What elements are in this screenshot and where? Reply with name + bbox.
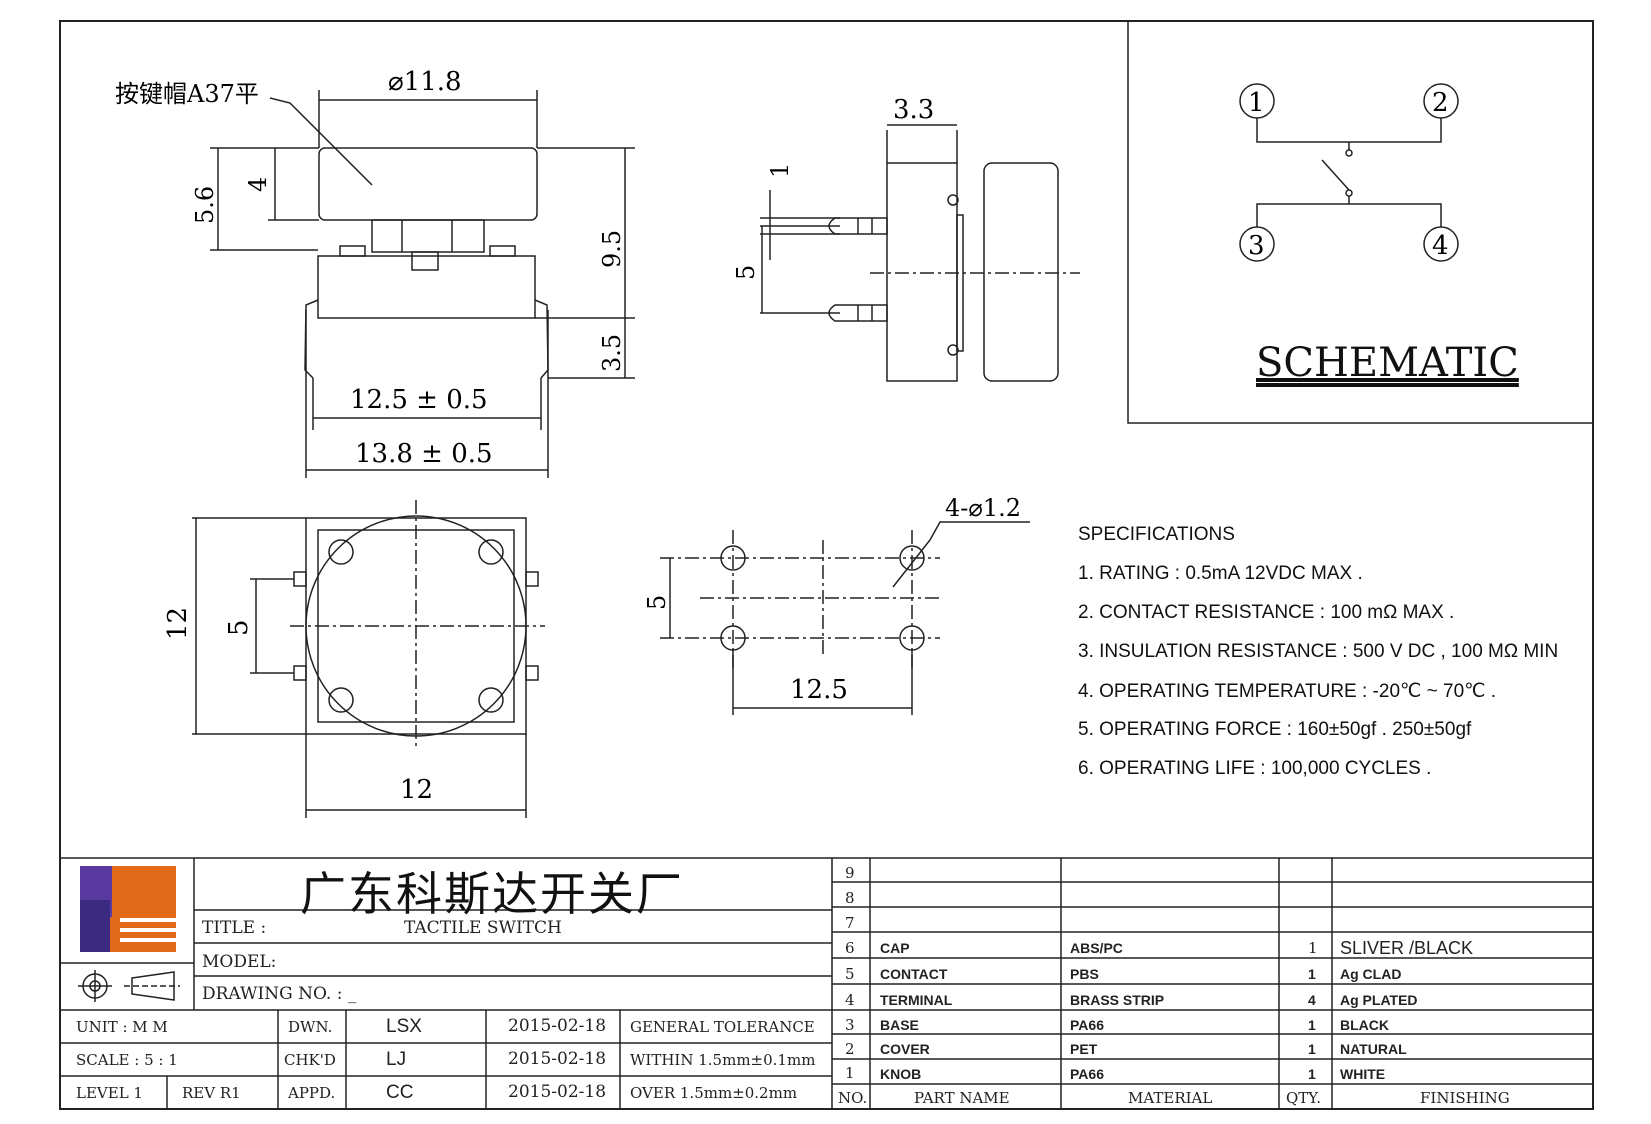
bom-finishing: SLIVER /BLACK: [1340, 938, 1474, 958]
title-block-grid: [60, 857, 1593, 1109]
level-field: LEVEL 1: [76, 1084, 143, 1102]
bom-no: 2: [845, 1040, 855, 1058]
bom-part: COVER: [880, 1041, 930, 1057]
cap-label-text: 按键帽A37平: [115, 80, 259, 108]
bom-qty: 1: [1308, 939, 1318, 957]
bom-material: BRASS STRIP: [1070, 992, 1165, 1008]
scale-field: SCALE : 5 : 1: [76, 1051, 178, 1069]
spec-item-contact-resistance: 2. CONTACT RESISTANCE : 100 mΩ MAX .: [1078, 602, 1455, 623]
bom-finishing: WHITE: [1340, 1066, 1386, 1082]
spec-item-insulation-resistance: 3. INSULATION RESISTANCE : 500 V DC , 10…: [1078, 641, 1559, 662]
dim-total-height: 9.5: [598, 230, 626, 268]
tolerance-over: OVER 1.5mm±0.2mm: [630, 1084, 798, 1102]
spec-item-operating-temperature: 4. OPERATING TEMPERATURE : -20℃ ~ 70℃ .: [1078, 681, 1497, 702]
bom-part: TERMINAL: [880, 992, 953, 1008]
dim-side-pin-5: 5: [732, 265, 760, 280]
bom-qty: 4: [1308, 992, 1316, 1008]
dim-top-12-vert: 12: [163, 607, 193, 640]
pcb-layout: [660, 521, 1030, 715]
spec-item-operating-force: 5. OPERATING FORCE : 160±50gf . 250±50gf: [1078, 719, 1472, 740]
dim-total-height-left: 5.6: [191, 186, 219, 224]
dim-holes: 4-⌀1.2: [945, 494, 1021, 522]
dim-lead-length: 3.5: [598, 334, 626, 372]
bom-qty: 1: [1308, 1066, 1316, 1082]
bom-material: PA66: [1070, 1066, 1104, 1082]
bom-no: 1: [845, 1064, 855, 1082]
dim-cap-diameter: ⌀11.8: [388, 67, 462, 97]
bom-no: 5: [845, 965, 855, 983]
title-value: TACTILE SWITCH: [404, 918, 562, 938]
top-view: [192, 500, 545, 818]
pin-1-label: 1: [1248, 88, 1265, 118]
dim-cap-height: 4: [244, 177, 272, 192]
dwn-name: LSX: [386, 1016, 422, 1037]
bom-header-part: PART NAME: [914, 1089, 1010, 1107]
bom-part: KNOB: [880, 1066, 922, 1082]
bom-no: 3: [845, 1016, 855, 1034]
bom-header-no: NO.: [838, 1089, 868, 1107]
bom-part: CAP: [880, 940, 910, 956]
bom-qty: 1: [1308, 1041, 1316, 1057]
spec-item-rating: 1. RATING : 0.5mA 12VDC MAX .: [1078, 563, 1363, 584]
bom-finishing: BLACK: [1340, 1017, 1389, 1033]
projection-symbol-icon: [78, 970, 180, 1002]
bom-qty: 1: [1308, 966, 1316, 982]
bom-material: ABS/PC: [1070, 940, 1123, 956]
appd-date: 2015-02-18: [508, 1082, 607, 1102]
bom-part: BASE: [880, 1017, 919, 1033]
tolerance-title: GENERAL TOLERANCE: [630, 1018, 815, 1036]
model-label: MODEL:: [202, 952, 277, 972]
dim-top-5-vert: 5: [224, 619, 254, 636]
rev-field: REV R1: [182, 1084, 241, 1102]
pin-2-label: 2: [1432, 88, 1449, 118]
chkd-label: CHK'D: [284, 1051, 336, 1069]
pin-3-label: 3: [1248, 231, 1265, 261]
bom-no: 4: [845, 991, 855, 1009]
bom-material: PA66: [1070, 1017, 1104, 1033]
dim-pcb-12-5: 12.5: [790, 675, 848, 705]
dim-top-12-horiz: 12: [400, 775, 433, 805]
bom-finishing: NATURAL: [1340, 1041, 1407, 1057]
dim-side-offset: 3.3: [893, 95, 934, 125]
schematic: [1239, 83, 1459, 262]
bom-no: 7: [845, 914, 855, 932]
drawing-no-label: DRAWING NO. : _: [202, 984, 357, 1004]
tolerance-within: WITHIN 1.5mm±0.1mm: [630, 1051, 816, 1069]
dim-lead-span-outer: 13.8 ± 0.5: [355, 439, 493, 469]
bom-no: 6: [845, 939, 855, 957]
pin-4-label: 4: [1432, 231, 1449, 261]
schematic-box: [1127, 20, 1594, 424]
bom-material: PET: [1070, 1041, 1098, 1057]
bom-no: 9: [845, 864, 855, 882]
side-view: [760, 124, 1080, 382]
bom-finishing: Ag CLAD: [1340, 966, 1402, 982]
dim-pcb-5: 5: [643, 595, 671, 610]
dim-lead-span-inner: 12.5 ± 0.5: [350, 385, 488, 415]
bom-header-finishing: FINISHING: [1420, 1089, 1510, 1107]
unit-field: UNIT : M M: [76, 1018, 168, 1036]
appd-label: APPD.: [288, 1084, 336, 1102]
bom-no: 8: [845, 889, 855, 907]
title-label: TITLE :: [202, 918, 267, 938]
dim-side-pin-1: 1: [766, 163, 794, 178]
bom-material: PBS: [1070, 966, 1099, 982]
bom-header-material: MATERIAL: [1128, 1089, 1213, 1107]
bom-qty: 1: [1308, 1017, 1316, 1033]
spec-item-operating-life: 6. OPERATING LIFE : 100,000 CYCLES .: [1078, 758, 1432, 779]
chkd-date: 2015-02-18: [508, 1049, 607, 1069]
bom-header-qty: QTY.: [1286, 1089, 1322, 1107]
company-logo: [80, 866, 176, 952]
drawing-frame: [59, 20, 1594, 1110]
dwn-date: 2015-02-18: [508, 1016, 607, 1036]
chkd-name: LJ: [386, 1049, 407, 1070]
bom-finishing: Ag PLATED: [1340, 992, 1418, 1008]
schematic-title: SCHEMATIC: [1256, 340, 1519, 386]
company-name: 广东科斯达开关厂: [300, 867, 684, 921]
specifications-heading: SPECIFICATIONS: [1078, 524, 1235, 545]
bom-part: CONTACT: [880, 966, 948, 982]
dwn-label: DWN.: [288, 1018, 333, 1036]
appd-name: CC: [386, 1082, 414, 1103]
front-view: [210, 90, 635, 478]
